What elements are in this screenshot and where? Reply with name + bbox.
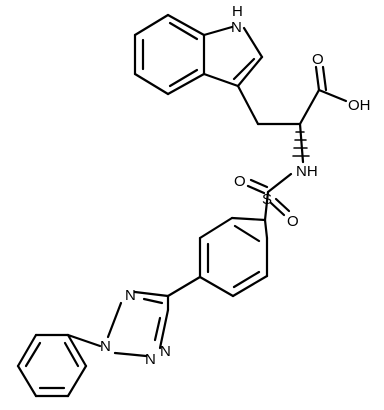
- atom-tetrazole-n1: N: [125, 287, 136, 304]
- atom-sulfonyl-o-left: O: [234, 173, 246, 190]
- atom-hydroxyl: OH: [348, 97, 371, 114]
- atom-carbonyl-o: O: [312, 51, 324, 68]
- atom-indole-n: N: [231, 19, 242, 36]
- atom-labels: H N O OH NH S O O N N N N: [100, 3, 371, 368]
- atom-sulfur: S: [262, 191, 272, 208]
- atom-tetrazole-n3: N: [145, 351, 156, 368]
- atom-amide-nh: NH: [296, 163, 318, 180]
- atom-sulfonyl-o-right: O: [287, 213, 299, 230]
- stereo-hash-bond: [292, 131, 310, 157]
- atom-tetrazole-n4: N: [160, 343, 171, 360]
- bond-lines: [16, 13, 348, 398]
- atom-indole-h: H: [232, 3, 243, 20]
- atom-tetrazole-n2: N: [100, 338, 111, 355]
